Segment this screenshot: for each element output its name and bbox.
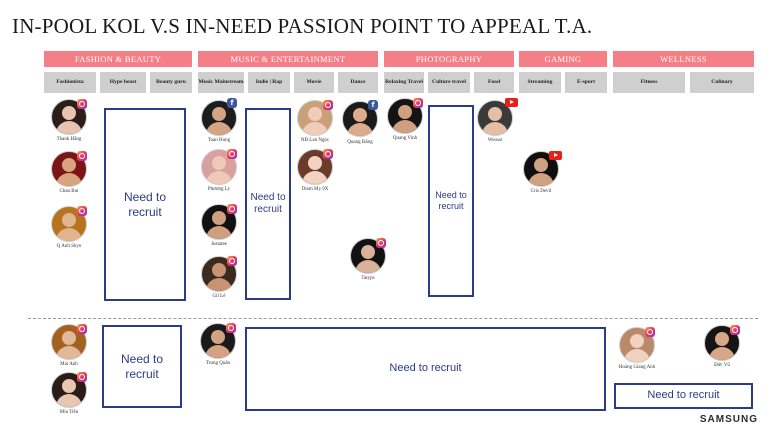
instagram-icon — [413, 98, 423, 108]
instagram-icon — [77, 372, 87, 382]
kol-card: Đức Vũ — [704, 325, 740, 368]
kol-name: Toan Hung — [207, 138, 231, 143]
page-title: IN-POOL KOL V.S IN-NEED PASSION POINT TO… — [12, 14, 593, 38]
kol-card: Hoàng Giang Anh — [619, 327, 655, 370]
subcategory-relaxing-travel: Relaxing Travel — [384, 72, 424, 93]
kol-card: Thanh Hằng — [51, 99, 87, 142]
kol-name: Miu Tiên — [59, 410, 79, 415]
instagram-icon — [323, 149, 333, 159]
youtube-icon — [549, 151, 562, 160]
subcategory-beauty-guru: Beauty guru — [150, 72, 192, 93]
category-fashion-beauty: FASHION & BEAUTY — [44, 51, 192, 67]
category-gaming: GAMING — [519, 51, 607, 67]
instagram-icon — [323, 100, 333, 110]
kol-card: f Quang Đăng — [342, 100, 378, 145]
kol-name: Trung Quân — [205, 361, 231, 366]
kol-card: Miu Tiên — [51, 372, 87, 415]
instagram-icon — [376, 238, 386, 248]
kol-card: Cris Devil — [523, 151, 562, 194]
subcategory-culinary: Culinary — [690, 72, 754, 93]
kol-card: Justatee — [201, 204, 237, 247]
subcategory-culture-travel: Culture travel — [428, 72, 470, 93]
avatar — [350, 238, 386, 274]
kol-name: Đức Vũ — [714, 363, 730, 368]
kol-name: Woossi — [487, 138, 503, 143]
kol-name: Thanh Hằng — [56, 137, 82, 142]
instagram-icon — [227, 149, 237, 159]
samsung-logo: SAMSUNG — [699, 414, 758, 425]
category-music-entertainment: MUSIC & ENTERTAINMENT — [198, 51, 378, 67]
kol-card: f Toan Hung — [201, 98, 237, 143]
kol-name: NĐ Lan Ngọc — [300, 138, 330, 143]
category-photography: PHOTOGRAPHY — [384, 51, 514, 67]
kol-card: Phương Ly — [201, 149, 237, 192]
avatar — [200, 323, 236, 359]
kol-name: Gil Lê — [212, 294, 226, 299]
subcategory-e-sport: E-sport — [565, 72, 607, 93]
kol-name: Cris Devil — [530, 189, 552, 194]
recruit-box-culture-travel: Need to recruit — [428, 105, 474, 297]
facebook-icon: f — [227, 98, 237, 108]
kol-card: Trung Quân — [200, 323, 236, 366]
avatar — [297, 149, 333, 185]
kol-name: Quang Đăng — [347, 140, 373, 145]
youtube-icon — [505, 98, 518, 107]
facebook-icon: f — [368, 100, 378, 110]
avatar — [297, 100, 333, 136]
instagram-icon — [227, 204, 237, 214]
kol-card: Diem My 9X — [297, 149, 333, 192]
subcategory-movie: Movie — [294, 72, 334, 93]
kol-card: Quang Vinh — [387, 98, 423, 141]
instagram-icon — [77, 324, 87, 334]
subcategory-indie-rap: Indie | Rap — [248, 72, 290, 93]
kol-name: Justatee — [211, 242, 227, 247]
instagram-icon — [77, 99, 87, 109]
subcategory-streaming: Streaming — [519, 72, 561, 93]
category-wellness: WELLNESS — [613, 51, 754, 67]
recruit-box-wellness: Need to recruit — [614, 383, 753, 409]
section-divider — [28, 318, 758, 319]
kol-card: Gil Lê — [201, 256, 237, 299]
recruit-box-indie-rap: Need to recruit — [245, 108, 291, 300]
recruit-box-music-to-gaming: Need to recruit — [245, 327, 606, 411]
instagram-icon — [226, 323, 236, 333]
kol-card: Mai Anh — [51, 324, 87, 367]
kol-name: Tatyps — [361, 276, 375, 281]
subcategory-hype-beast: Hype beast — [100, 72, 146, 93]
subcategory-fitness: Fitness — [613, 72, 685, 93]
kol-name: Diem My 9X — [301, 187, 329, 192]
kol-card: Woossi — [477, 98, 518, 143]
kol-name: Q Anh Shyn — [56, 244, 82, 249]
instagram-icon — [227, 256, 237, 266]
kol-card: Chau Bui — [51, 151, 87, 194]
avatar — [201, 100, 237, 136]
kol-name: Mai Anh — [60, 362, 78, 367]
subcategory-food: Food — [474, 72, 514, 93]
kol-name: Hoàng Giang Anh — [618, 365, 656, 370]
avatar — [201, 204, 237, 240]
subcategory-dance: Dance — [338, 72, 378, 93]
kol-card: Q Anh Shyn — [51, 206, 87, 249]
subcategory-fashionista: Fashionista — [44, 72, 96, 93]
recruit-box-hype-beast-beauty: Need to recruit — [104, 108, 186, 301]
instagram-icon — [77, 151, 87, 161]
instagram-icon — [645, 327, 655, 337]
kol-name: Quang Vinh — [392, 136, 418, 141]
avatar — [704, 325, 740, 361]
kol-name: Chau Bui — [59, 189, 79, 194]
kol-name: Phương Ly — [207, 187, 231, 192]
avatar — [387, 98, 423, 134]
kol-card: NĐ Lan Ngọc — [297, 100, 333, 143]
recruit-box-fashion-lower: Need to recruit — [102, 325, 182, 408]
subcategory-music-mainstream: Music Mainstream — [198, 72, 244, 93]
kol-card: Tatyps — [350, 238, 386, 281]
instagram-icon — [77, 206, 87, 216]
instagram-icon — [730, 325, 740, 335]
